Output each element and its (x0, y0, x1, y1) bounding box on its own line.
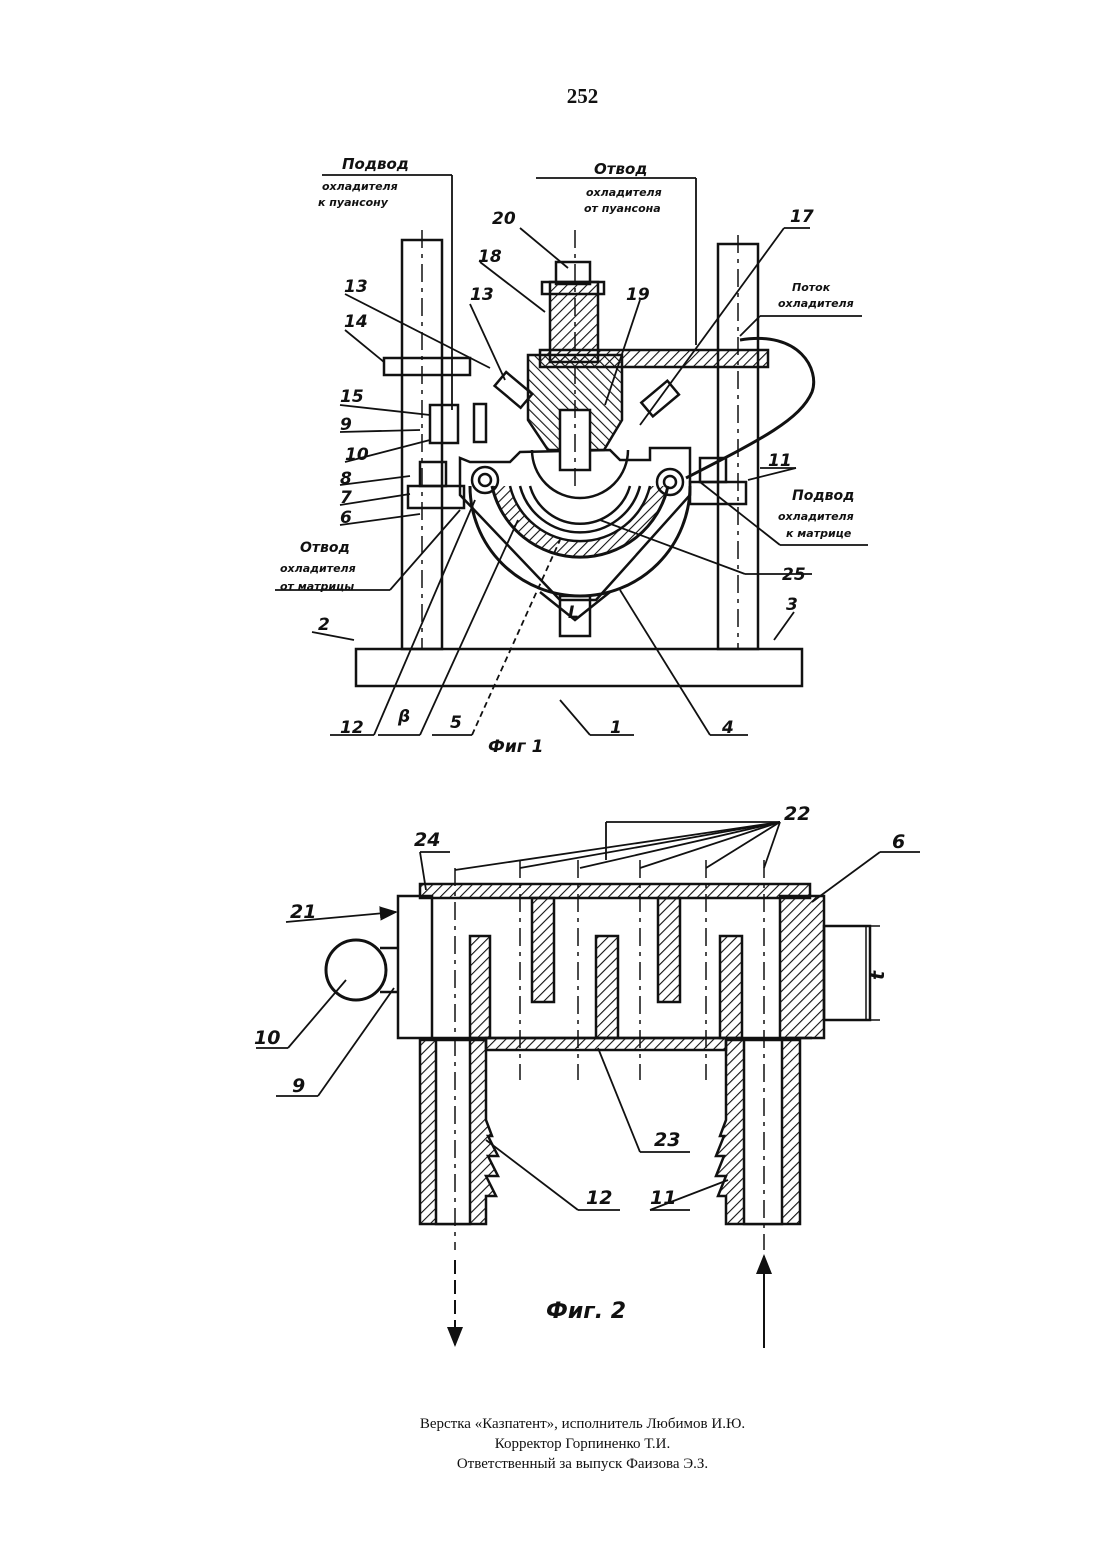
label-13b: 13 (344, 277, 368, 297)
footer-line-responsible: Ответственный за выпуск Фаизова Э.З. (0, 1454, 1100, 1474)
label-7: 7 (340, 488, 352, 508)
label-6: 6 (892, 831, 905, 853)
label-15: 15 (340, 387, 364, 407)
note-coolant-flow: Поток (792, 281, 831, 294)
label-5: 5 (450, 713, 462, 733)
label-18: 18 (478, 247, 502, 267)
note-supply-to-punch: Подвод (342, 155, 409, 173)
base-plate (356, 649, 802, 686)
label-t: t (867, 970, 889, 980)
label-beta: β (397, 707, 410, 727)
label-12: 12 (340, 718, 364, 738)
note-drain-from-die-2: охладителя (280, 562, 356, 575)
label-11: 11 (650, 1187, 676, 1209)
label-23: 23 (654, 1129, 680, 1151)
label-24: 24 (414, 829, 440, 851)
note-drain-from-die-3: от матрицы (280, 580, 354, 593)
label-9: 9 (340, 415, 352, 435)
note-drain-from-punch-2: охладителя (586, 186, 662, 199)
figure-2 (256, 822, 920, 1348)
note-drain-from-punch: Отвод (594, 160, 647, 178)
footer-line-corrector: Корректор Горпиненко Т.И. (0, 1434, 1100, 1454)
label-14: 14 (344, 312, 368, 332)
label-L: L (568, 603, 579, 623)
label-25: 25 (782, 565, 806, 585)
label-9: 9 (292, 1075, 305, 1097)
label-6: 6 (340, 508, 352, 528)
label-1: 1 (610, 718, 622, 738)
label-11: 11 (768, 451, 792, 471)
label-13a: 13 (470, 285, 494, 305)
footer: Верстка «Казпатент», исполнитель Любимов… (0, 1414, 1100, 1474)
note-supply-to-die-3: к матрице (786, 527, 852, 540)
label-10: 10 (254, 1027, 280, 1049)
label-2: 2 (318, 615, 330, 635)
label-3: 3 (786, 595, 798, 615)
label-22: 22 (784, 803, 810, 825)
note-supply-to-punch-2: охладителя (322, 180, 398, 193)
note-drain-from-die: Отвод (300, 540, 350, 556)
label-10: 10 (345, 445, 369, 465)
footer-line-layout: Верстка «Казпатент», исполнитель Любимов… (0, 1414, 1100, 1434)
label-4: 4 (721, 718, 734, 738)
fig2-caption: Фиг. 2 (546, 1299, 626, 1324)
label-17: 17 (790, 207, 814, 227)
label-21: 21 (290, 901, 316, 923)
note-supply-to-die-2: охладителя (778, 510, 854, 523)
note-coolant-flow-2: охладителя (778, 297, 854, 310)
note-drain-from-punch-3: от пуансона (584, 202, 661, 215)
label-12: 12 (586, 1187, 612, 1209)
note-supply-to-punch-3: к пуансону (318, 196, 389, 209)
label-8: 8 (340, 469, 352, 489)
label-20: 20 (492, 209, 516, 229)
label-19: 19 (626, 285, 650, 305)
note-supply-to-die: Подвод (792, 488, 854, 504)
fig1-caption: Фиг 1 (488, 737, 543, 757)
